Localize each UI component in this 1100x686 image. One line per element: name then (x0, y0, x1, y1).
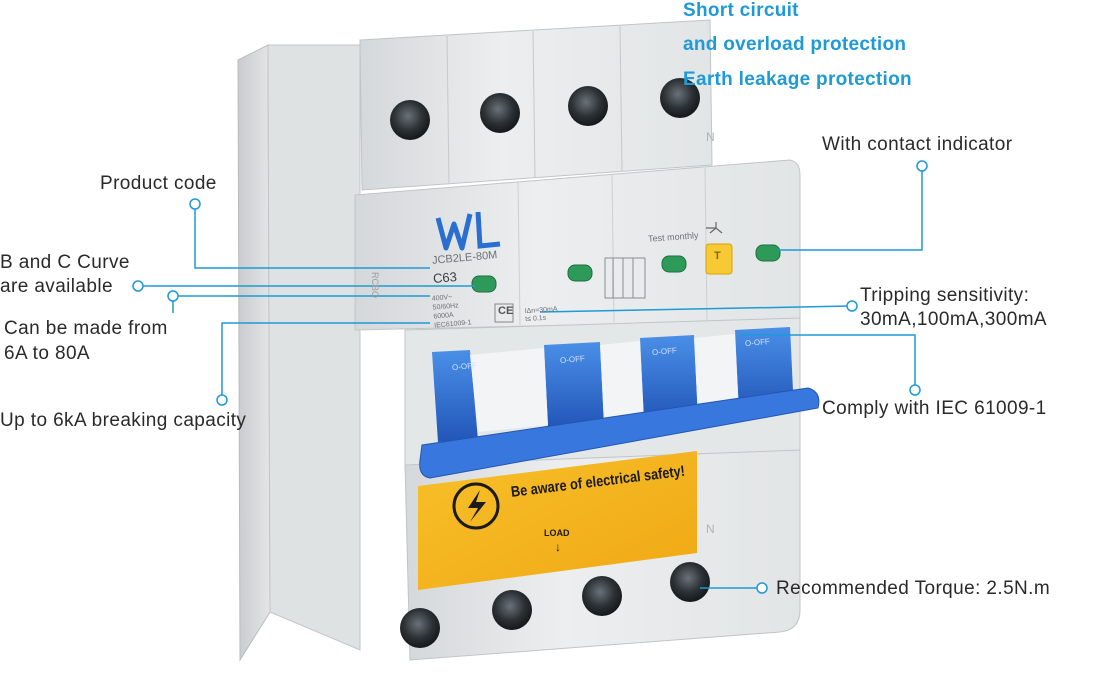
curve-rating: C63 (432, 268, 458, 287)
neutral-mark-top: N (706, 130, 715, 144)
test-button (705, 243, 733, 275)
neutral-mark-bottom: N (706, 522, 715, 536)
indicator-windows (471, 244, 781, 293)
callout-breaking: Up to 6kA breaking capacity (0, 410, 247, 431)
callout-current-line2: 6A to 80A (4, 343, 91, 364)
leakage-spec: IΔn=30mA t≤ 0.1s (524, 306, 558, 324)
callout-current-line1: Can be made from (4, 318, 168, 339)
headline-line-3: Earth leakage protection (683, 69, 912, 90)
breaker-side-face (237, 44, 405, 662)
callout-tripping-line2: 30mA,100mA,300mA (860, 309, 1047, 330)
bottom-terminal-screws (400, 562, 710, 648)
callout-torque: Recommended Torque: 2.5N.m (776, 578, 1051, 599)
callout-tripping-line1: Tripping sensitivity: (860, 285, 1030, 306)
callout-product-code: Product code (100, 173, 217, 194)
test-arrow-icon (706, 222, 723, 234)
top-terminal-screws (390, 78, 700, 140)
leader-dots (132, 160, 928, 594)
callout-curve-line2: are available (0, 276, 113, 297)
rcbo-side-label: RCBO (370, 271, 381, 299)
brand-logo (435, 211, 501, 251)
callout-comply: Comply with IEC 61009-1 (822, 398, 1047, 419)
ce-mark-box (494, 303, 514, 323)
callout-curve-line1: B and C Curve (0, 252, 130, 273)
test-button-label: T (714, 250, 721, 262)
load-label: LOAD (544, 528, 570, 538)
headline-line-1: Short circuit (683, 0, 799, 21)
handle-tie-bar (419, 387, 820, 479)
callout-contact: With contact indicator (822, 134, 1013, 155)
top-terminal-block (359, 19, 713, 191)
spec-list: 400V~ 50/60Hz 6000A IEC61009-1 (432, 291, 472, 330)
breaker-front-panel (354, 159, 801, 331)
headline-line-2: and overload protection (683, 34, 907, 55)
warning-label (418, 451, 697, 590)
load-arrow-icon: ↓ (555, 540, 561, 554)
ce-mark: CE (498, 305, 514, 317)
circuit-schematic-icon (604, 257, 646, 299)
